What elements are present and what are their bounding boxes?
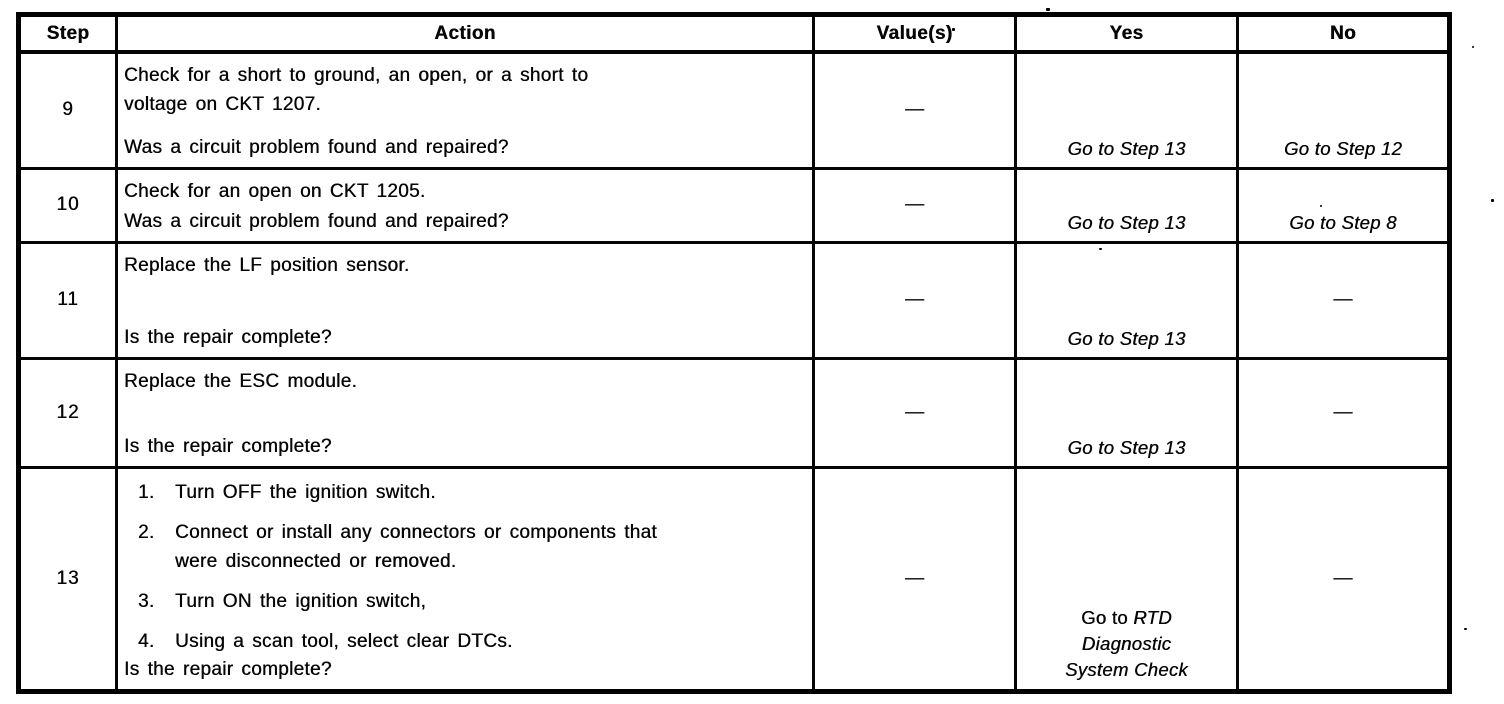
action-cell: Replace the LF position sensor. Is the r… — [115, 240, 815, 360]
table-row-step-12: 12 Replace the ESC module. Is the repair… — [17, 356, 1451, 469]
yes-cell: Go to RTD Diagnostic System Check — [1014, 465, 1239, 693]
scan-speck — [1320, 205, 1322, 207]
column-header-step: Step — [17, 13, 118, 54]
action-cell: 1. Turn OFF the ignition switch. 2. Conn… — [115, 465, 815, 693]
value-cell: — — [812, 356, 1017, 469]
list-item: 4. Using a scan tool, select clear DTCs. — [138, 630, 513, 652]
list-item: 1. Turn OFF the ignition switch. — [138, 481, 436, 503]
value-cell: — — [812, 50, 1017, 170]
step-number: 11 — [17, 240, 118, 360]
value-cell: — — [812, 465, 1017, 693]
yes-cell: Go to Step 13 — [1014, 50, 1239, 170]
action-cell: Check for a short to ground, an open, or… — [115, 50, 815, 170]
scan-speck — [952, 28, 955, 31]
value-cell: — — [812, 240, 1017, 360]
step-number: 12 — [17, 356, 118, 469]
numbered-action-list: 1. Turn OFF the ignition switch. 2. Conn… — [120, 470, 811, 656]
no-cell: Go to Step 8 — [1236, 166, 1451, 244]
scan-speck — [1099, 248, 1102, 250]
list-item: 2. Connect or install any connectors or … — [138, 521, 657, 572]
no-cell: Go to Step 12 — [1236, 50, 1451, 170]
table-row-step-9: 9 Check for a short to ground, an open, … — [17, 50, 1451, 170]
step-number: 13 — [17, 465, 118, 693]
column-header-action: Action — [115, 13, 815, 54]
table-row-step-11: 11 Replace the LF position sensor. Is th… — [17, 240, 1451, 360]
column-header-no: No — [1236, 13, 1451, 54]
action-statement: Replace the ESC module. — [124, 370, 358, 392]
yes-cell: Go to Step 13 — [1014, 240, 1239, 360]
no-cell: — — [1236, 356, 1451, 469]
scan-speck — [1472, 46, 1474, 48]
action-question: Is the repair complete? — [124, 435, 332, 457]
goto-reference: Go to RTD Diagnostic System Check — [1065, 606, 1188, 680]
value-cell: — — [812, 166, 1017, 244]
column-header-yes: Yes — [1014, 13, 1239, 54]
diagnostic-table: Step Action Value(s) Yes No 9 Check for … — [16, 12, 1452, 694]
table-row-step-10: 10 Check for an open on CKT 1205. Was a … — [17, 166, 1451, 244]
action-cell: Replace the ESC module. Is the repair co… — [115, 356, 815, 469]
scan-speck — [1046, 8, 1050, 11]
yes-cell: Go to Step 13 — [1014, 356, 1239, 469]
step-number: 10 — [17, 166, 118, 244]
action-question: Is the repair complete? — [124, 326, 332, 348]
action-statement: Replace the LF position sensor. — [124, 254, 410, 276]
list-item: 3. Turn ON the ignition switch, — [138, 590, 427, 612]
scan-speck — [1491, 199, 1494, 202]
column-header-values: Value(s) — [812, 13, 1017, 54]
action-question: Is the repair complete? — [124, 658, 332, 680]
yes-cell: Go to Step 13 — [1014, 166, 1239, 244]
scan-speck — [1464, 628, 1467, 630]
no-cell: — — [1236, 240, 1451, 360]
action-statement: Check for an open on CKT 1205. — [124, 180, 426, 202]
action-cell: Check for an open on CKT 1205. Was a cir… — [115, 166, 815, 244]
step-number: 9 — [17, 50, 118, 170]
header-row: Step Action Value(s) Yes No — [17, 13, 1451, 54]
action-question: Was a circuit problem found and repaired… — [124, 136, 509, 158]
table-row-step-13: 13 1. Turn OFF the ignition switch. 2. — [17, 465, 1451, 693]
action-statement: Check for a short to ground, an open, or… — [124, 65, 589, 115]
action-question: Was a circuit problem found and repaired… — [124, 210, 509, 232]
no-cell: — — [1236, 465, 1451, 693]
